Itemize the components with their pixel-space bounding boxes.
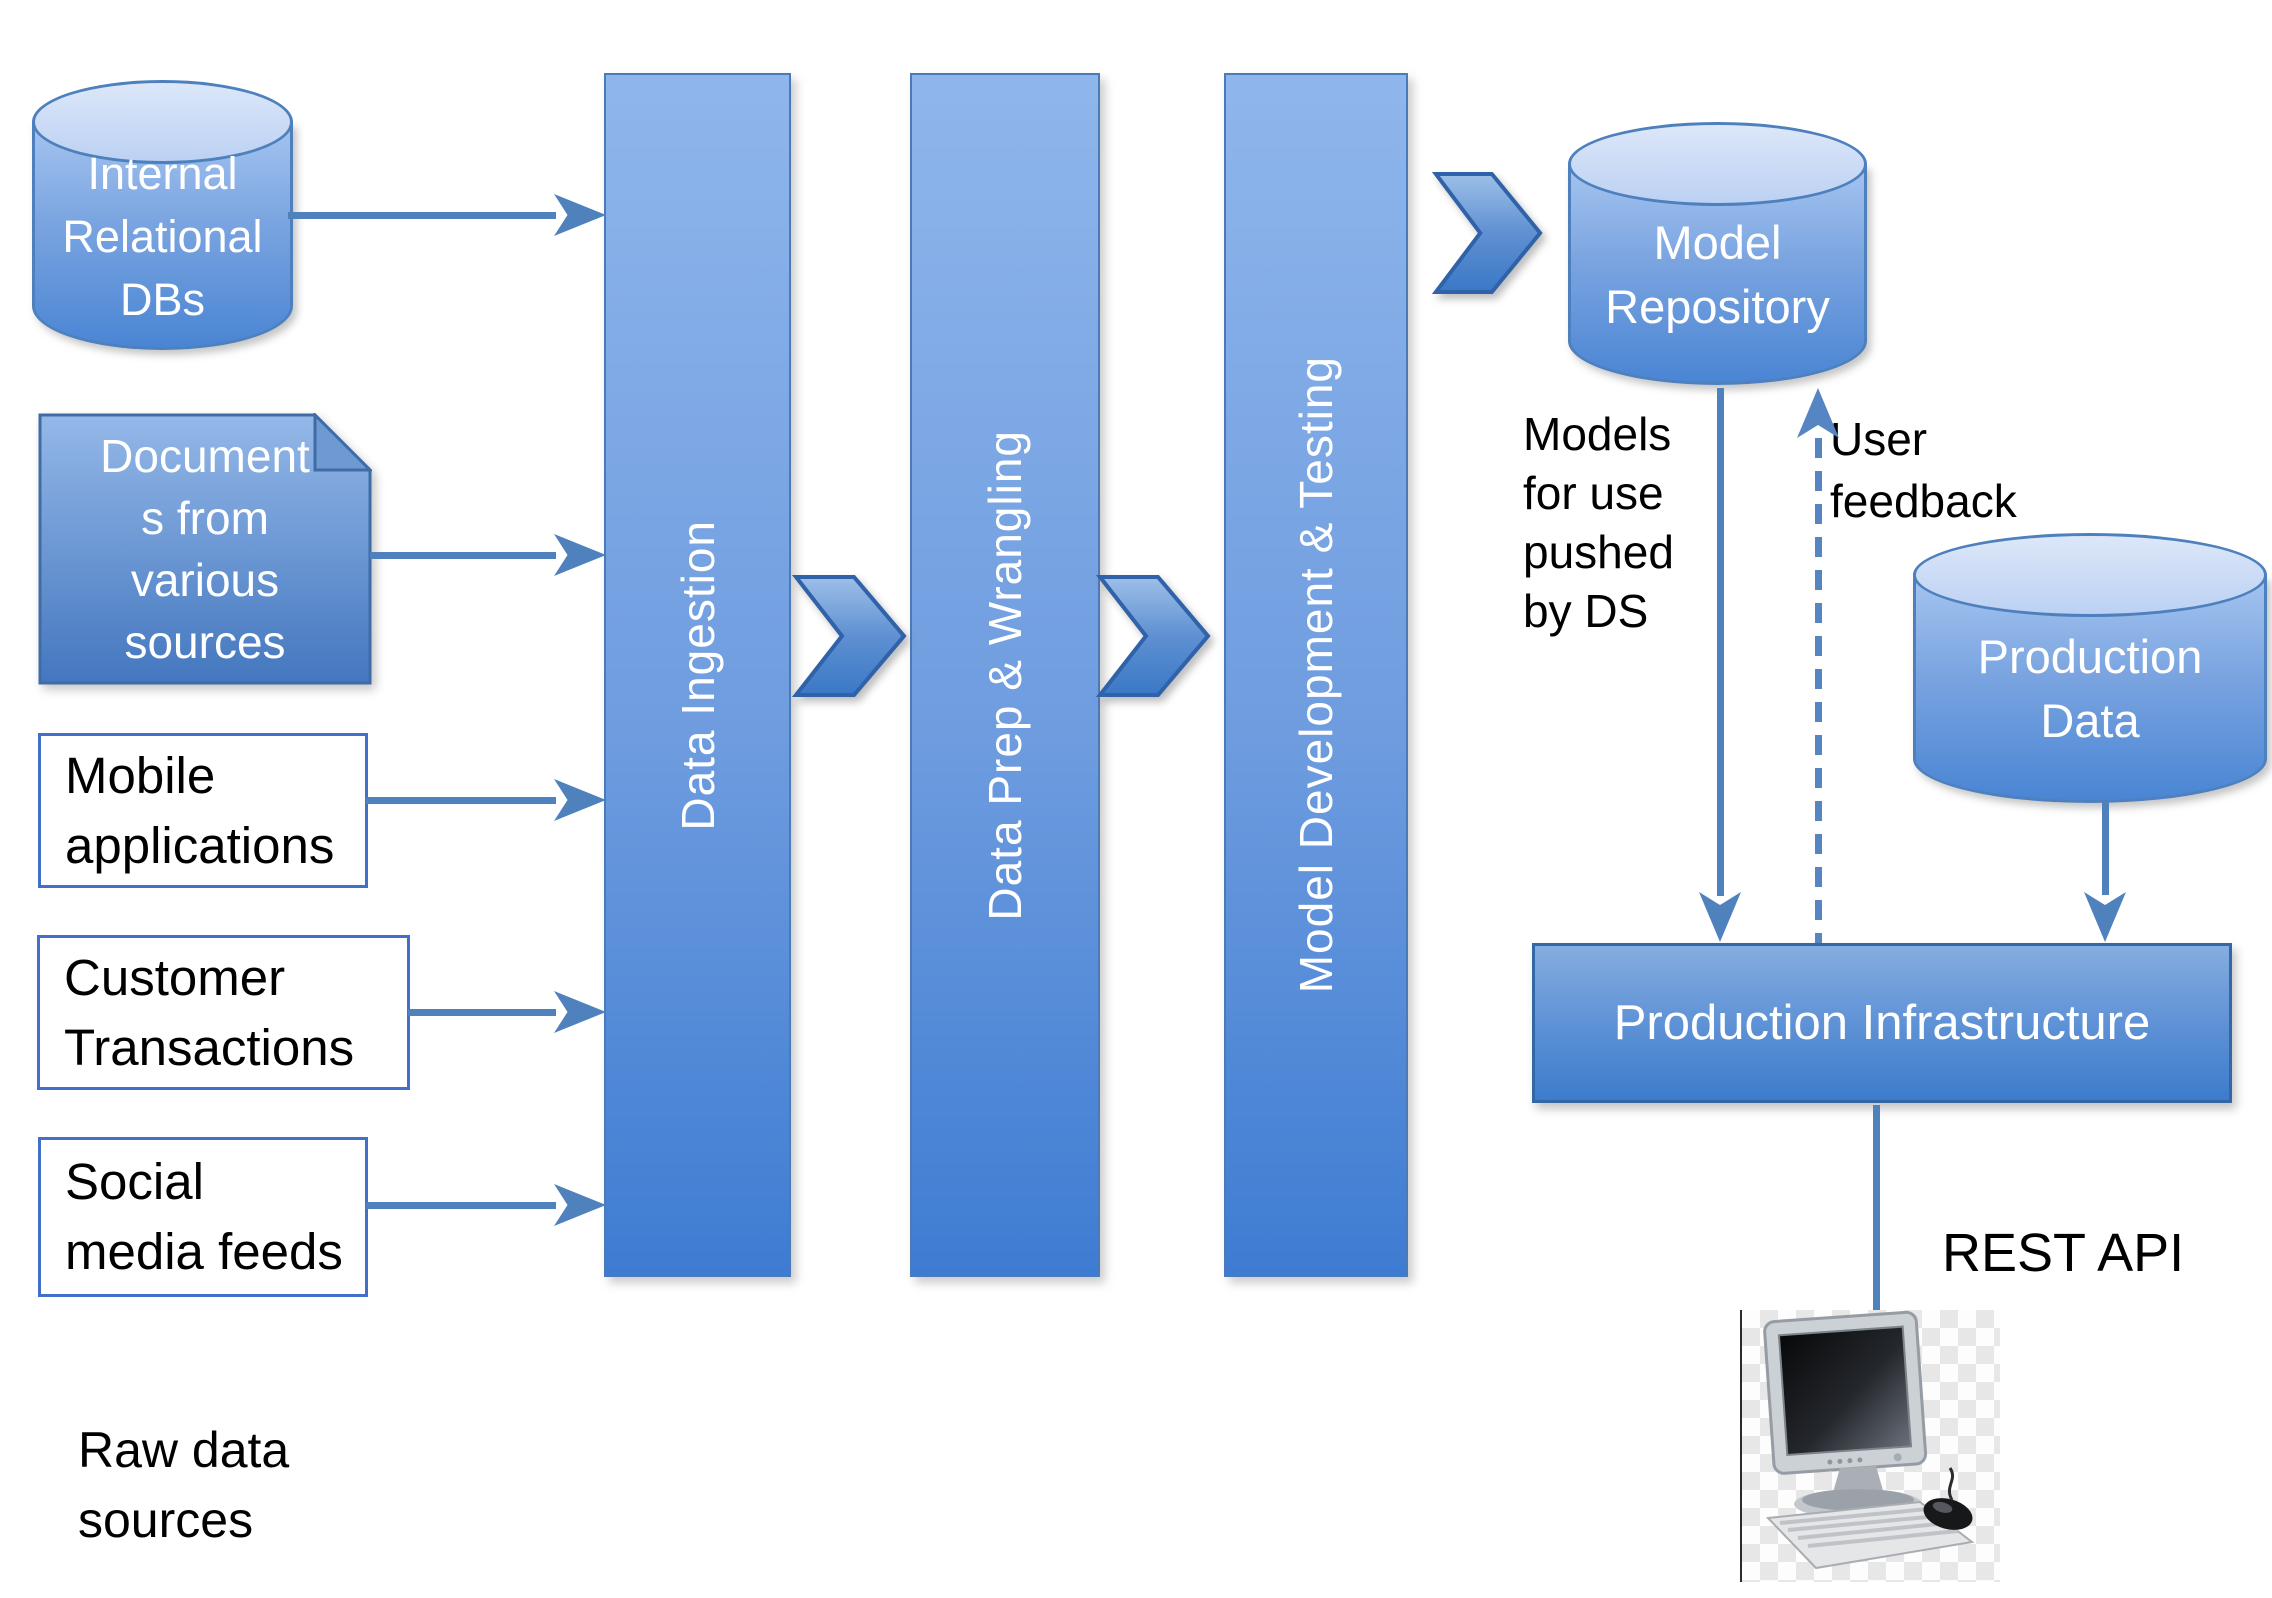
- keyboard-icon: [1765, 1500, 1975, 1570]
- model-repository-cylinder: Model Repository: [1568, 122, 1867, 385]
- monitor-stand: [1832, 1466, 1884, 1496]
- documents-label: Document s from various sources: [100, 430, 310, 668]
- stage-data-ingestion-label: Data Ingestion: [671, 519, 724, 831]
- stage-model-dev-label: Model Development & Testing: [1290, 356, 1342, 994]
- cylinder-top-ellipse: [1568, 122, 1867, 206]
- internal-dbs-label: Internal Relational DBs: [62, 147, 263, 325]
- flow-chevron-icon-3: [1432, 172, 1543, 294]
- arrow-proddata-to-infra: [2102, 801, 2109, 895]
- production-infrastructure-box: Production Infrastructure: [1532, 943, 2232, 1103]
- social-media-box: Social media feeds: [38, 1137, 368, 1297]
- flow-chevron-icon-2: [1096, 575, 1211, 697]
- models-pushed-label: Models for use pushed by DS: [1523, 408, 1674, 637]
- computer-graphic: [1763, 1310, 1975, 1570]
- production-data-label: Production Data: [1977, 630, 2203, 747]
- arrowhead-right-icon: [554, 991, 606, 1033]
- dashed-arrow-user-feedback: [1815, 438, 1822, 943]
- mobile-apps-box: Mobile applications: [38, 733, 368, 888]
- stage-data-prep-wrangling: Data Prep & Wrangling: [910, 73, 1100, 1277]
- mouse-icon: [1923, 1498, 1973, 1530]
- arrow-social-to-ingestion: [366, 1202, 556, 1209]
- arrow-infra-to-client: [1873, 1105, 1880, 1325]
- model-repository-label: Model Repository: [1605, 215, 1830, 333]
- arrow-customer-to-ingestion: [408, 1009, 556, 1016]
- desktop-computer-image: [1740, 1310, 2000, 1582]
- internal-dbs-cylinder: Internal Relational DBs: [32, 80, 293, 350]
- monitor-icon: [1763, 1310, 1928, 1475]
- arrowhead-right-icon: [554, 534, 606, 576]
- cylinder-top-ellipse: [1913, 533, 2267, 617]
- arrowhead-down-icon: [2084, 892, 2126, 942]
- arrowhead-right-icon: [554, 194, 606, 236]
- arrowhead-down-icon: [1699, 892, 1741, 942]
- arrow-documents-to-ingestion: [370, 552, 556, 559]
- folded-document-icon: [38, 411, 374, 685]
- stage-data-ingestion: Data Ingestion: [604, 73, 791, 1277]
- stage-model-dev-testing: Model Development & Testing: [1224, 73, 1408, 1277]
- arrow-internal-dbs-to-ingestion: [288, 212, 556, 219]
- flow-chevron-icon-1: [792, 575, 907, 697]
- arrowhead-right-icon: [554, 779, 606, 821]
- rest-api-label: REST API: [1942, 1223, 2185, 1283]
- raw-data-sources-label: Raw data sources: [78, 1422, 290, 1548]
- user-feedback-label: User feedback: [1830, 413, 2017, 527]
- arrow-mobile-to-ingestion: [366, 797, 556, 804]
- arrow-repo-to-infra: [1717, 388, 1724, 896]
- customer-transactions-box: Customer Transactions: [37, 935, 410, 1090]
- stage-data-prep-label: Data Prep & Wrangling: [979, 429, 1031, 921]
- production-data-cylinder: Production Data: [1913, 533, 2267, 803]
- production-infrastructure-label: Production Infrastructure: [1613, 996, 2151, 1050]
- documents-shape: Document s from various sources: [38, 411, 374, 685]
- cylinder-top-ellipse: [32, 80, 293, 164]
- arrowhead-right-icon: [554, 1184, 606, 1226]
